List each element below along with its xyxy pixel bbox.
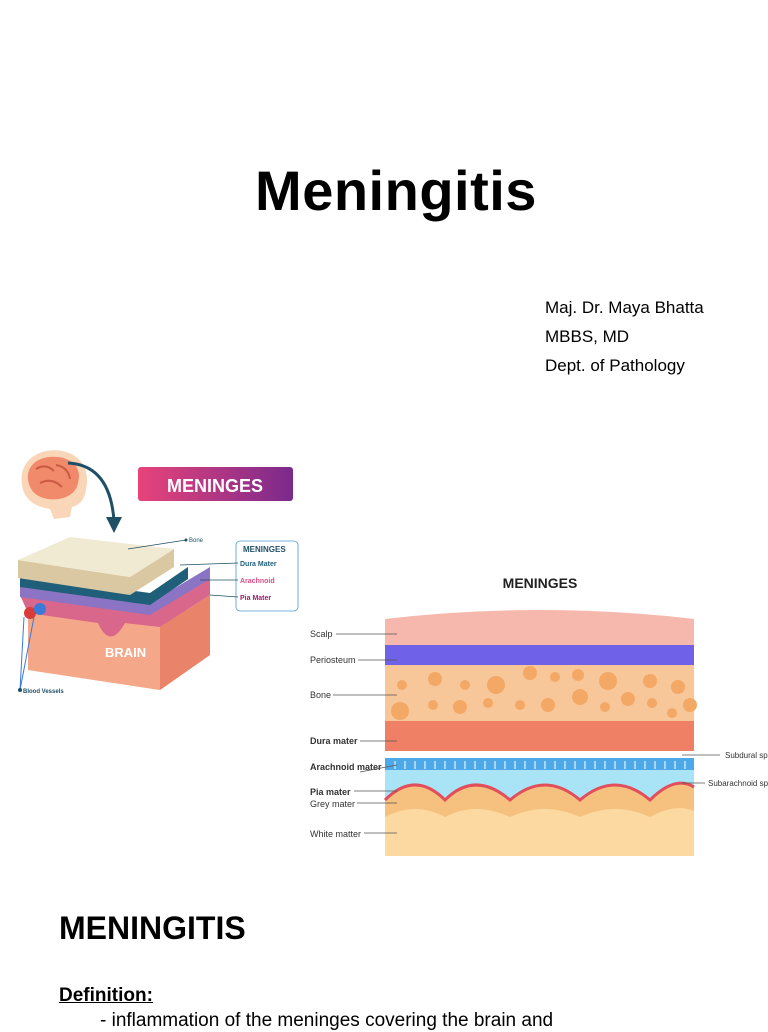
arachnoid-layer <box>385 758 694 770</box>
arrow-head-icon <box>106 517 122 533</box>
meninges-cross-section: MENINGES Scalp Perios <box>310 575 768 856</box>
layer-block: BRAIN Blood Vessels <box>18 537 210 695</box>
label-dura: Dura mater <box>310 736 358 746</box>
periosteum-layer <box>385 645 694 665</box>
author-name: Maj. Dr. Maya Bhatta <box>545 298 704 317</box>
label-arachnoid-word: Arachnoid mater <box>310 762 382 772</box>
definition-text: - inflammation of the meninges covering … <box>100 1010 554 1031</box>
brain-label: BRAIN <box>105 645 146 660</box>
bone-spots <box>391 666 697 720</box>
vessels-label: Blood Vessels <box>23 689 64 695</box>
left-leader-lines <box>333 633 398 834</box>
meninges-legend-box <box>235 540 299 612</box>
subdural-gap <box>385 751 694 758</box>
author-block: Maj. Dr. Maya Bhatta MBBS, MD Dept. of P… <box>545 293 704 380</box>
cross-section-title: MENINGES <box>503 575 578 591</box>
definition-label: Definition: <box>59 985 153 1006</box>
white-matter-layer <box>385 808 694 856</box>
left-labels: Scalp Periosteum Bone Dura mater Arachno… <box>310 629 382 839</box>
author-department: Dept. of Pathology <box>545 356 685 375</box>
right-labels: Subdural space Subarachnoid space <box>708 751 768 788</box>
author-degrees: MBBS, MD <box>545 327 630 346</box>
label-white: White matter <box>310 829 361 839</box>
bone-label: Bone <box>189 538 204 544</box>
label-subarachnoid: Subarachnoid space <box>708 779 768 788</box>
label-scalp: Scalp <box>310 629 333 639</box>
legend-arachnoid: Arachnoid <box>240 578 275 585</box>
label-pia: Pia mater <box>310 787 351 797</box>
pointer-arrow <box>67 461 116 522</box>
legend-pia: Pia Mater <box>240 595 271 602</box>
label-bone: Bone <box>310 690 331 700</box>
label-subdural: Subdural space <box>725 751 768 760</box>
meninges-banner: MENINGES <box>138 467 293 501</box>
right-leader-lines <box>682 754 720 784</box>
label-periosteum: Periosteum <box>310 655 356 665</box>
label-grey: Grey mater <box>310 799 355 809</box>
slide-title: Meningitis <box>255 159 537 222</box>
banner-label: MENINGES <box>167 476 263 496</box>
section-heading: MENINGITIS <box>59 910 246 946</box>
arachnoid-trabeculae <box>394 761 686 769</box>
scalp-layer <box>385 610 694 645</box>
dura-layer <box>385 721 694 751</box>
head-brain-icon <box>21 450 87 519</box>
legend-title: MENINGES <box>243 545 286 554</box>
meninges-illustration: MENINGES BRAIN Blood Vessels Bone MENING… <box>18 450 299 695</box>
pia-line <box>383 781 695 803</box>
legend-dura: Dura Mater <box>240 561 277 568</box>
